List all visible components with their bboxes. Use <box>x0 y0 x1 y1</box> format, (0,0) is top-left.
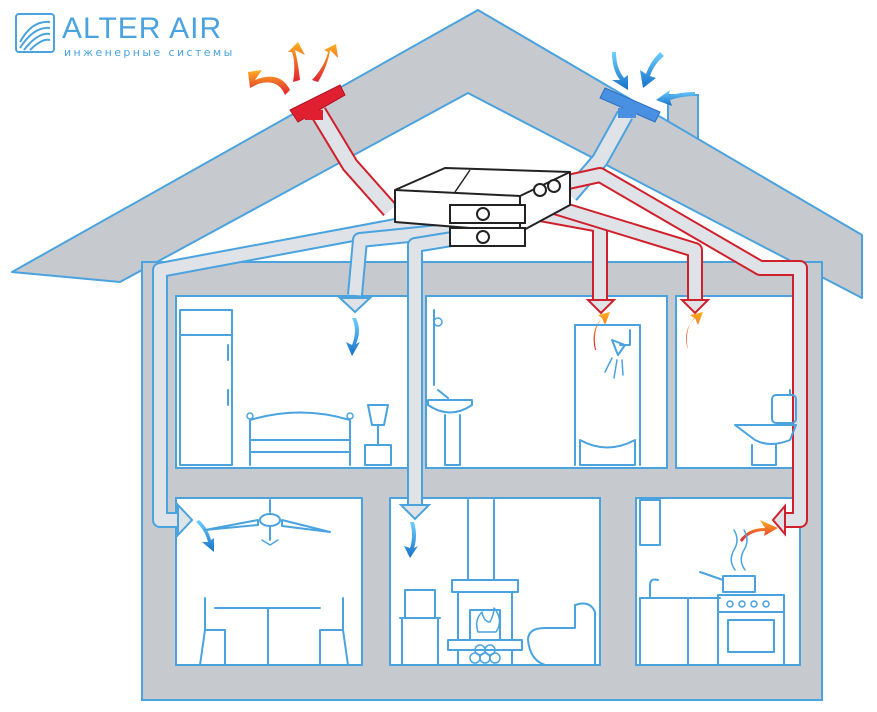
fresh-air-roof-cap <box>599 87 661 123</box>
supply-air-ducts <box>152 206 462 528</box>
exhaust-air-ducts <box>538 167 808 528</box>
roof <box>11 9 863 299</box>
dining-room-furniture <box>199 499 349 666</box>
exhaust-outlet-duct <box>310 107 397 216</box>
kitchen-furniture <box>639 499 785 666</box>
toilet-furniture <box>734 389 797 466</box>
flame-arrow-icon <box>248 42 778 542</box>
blue-arrow-icon <box>196 52 695 558</box>
diffusers <box>177 297 786 538</box>
bedroom-furniture <box>179 309 392 466</box>
exhaust-roof-cap <box>289 84 346 123</box>
bathroom-furniture <box>427 309 641 466</box>
house-walls <box>141 261 823 701</box>
alter-air-logo-icon <box>15 13 55 53</box>
brand-name: ALTER AIR <box>62 12 223 45</box>
brand-tagline: инженерные системы <box>64 46 235 59</box>
brand-logo: ALTER AIR инженерные системы <box>14 10 254 60</box>
recuperator-unit-icon <box>394 167 571 247</box>
living-room-furniture <box>399 499 596 666</box>
